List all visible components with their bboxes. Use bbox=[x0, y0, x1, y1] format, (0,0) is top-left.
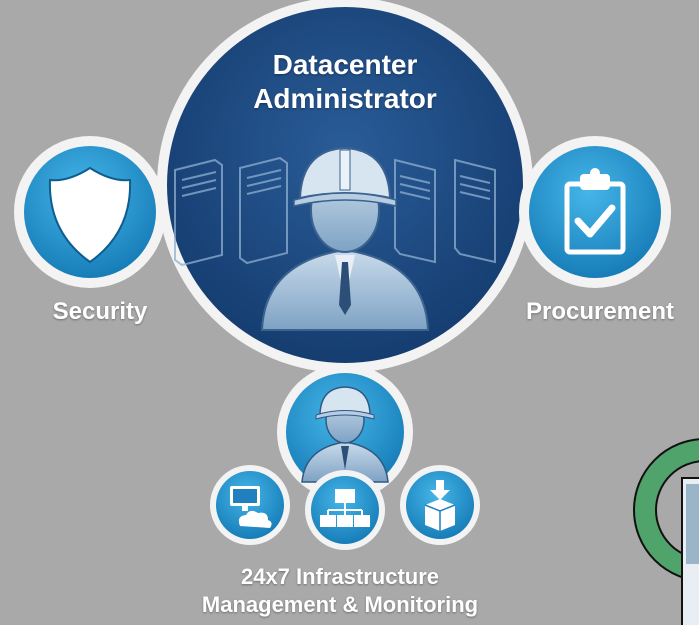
server-rack-icon bbox=[174, 156, 496, 267]
main-title-line1: Datacenter bbox=[272, 49, 418, 80]
procurement-label: Procurement bbox=[525, 298, 675, 325]
network-icon bbox=[320, 489, 370, 527]
box-download-node bbox=[400, 465, 480, 545]
worker-icon bbox=[301, 386, 389, 483]
monitoring-icon-row bbox=[210, 465, 480, 550]
box-download-icon bbox=[424, 480, 456, 531]
worker-icon bbox=[260, 146, 430, 331]
infrastructure-admin-node bbox=[277, 364, 413, 500]
shield-icon bbox=[48, 166, 132, 264]
clipboard-check-icon bbox=[564, 168, 626, 255]
network-node bbox=[305, 470, 385, 550]
security-node bbox=[14, 136, 166, 288]
security-label: Security bbox=[52, 298, 148, 325]
partial-ring-decoration bbox=[633, 438, 699, 625]
monitor-cloud-node bbox=[210, 465, 290, 545]
infrastructure-label-line2: Management & Monitoring bbox=[201, 592, 479, 617]
datacenter-administrator-node bbox=[157, 0, 533, 373]
main-title-line2: Administrator bbox=[253, 83, 437, 114]
procurement-node bbox=[519, 136, 671, 288]
monitor-cloud-icon bbox=[230, 486, 272, 528]
infrastructure-label-line1: 24x7 Infrastructure bbox=[240, 564, 440, 589]
